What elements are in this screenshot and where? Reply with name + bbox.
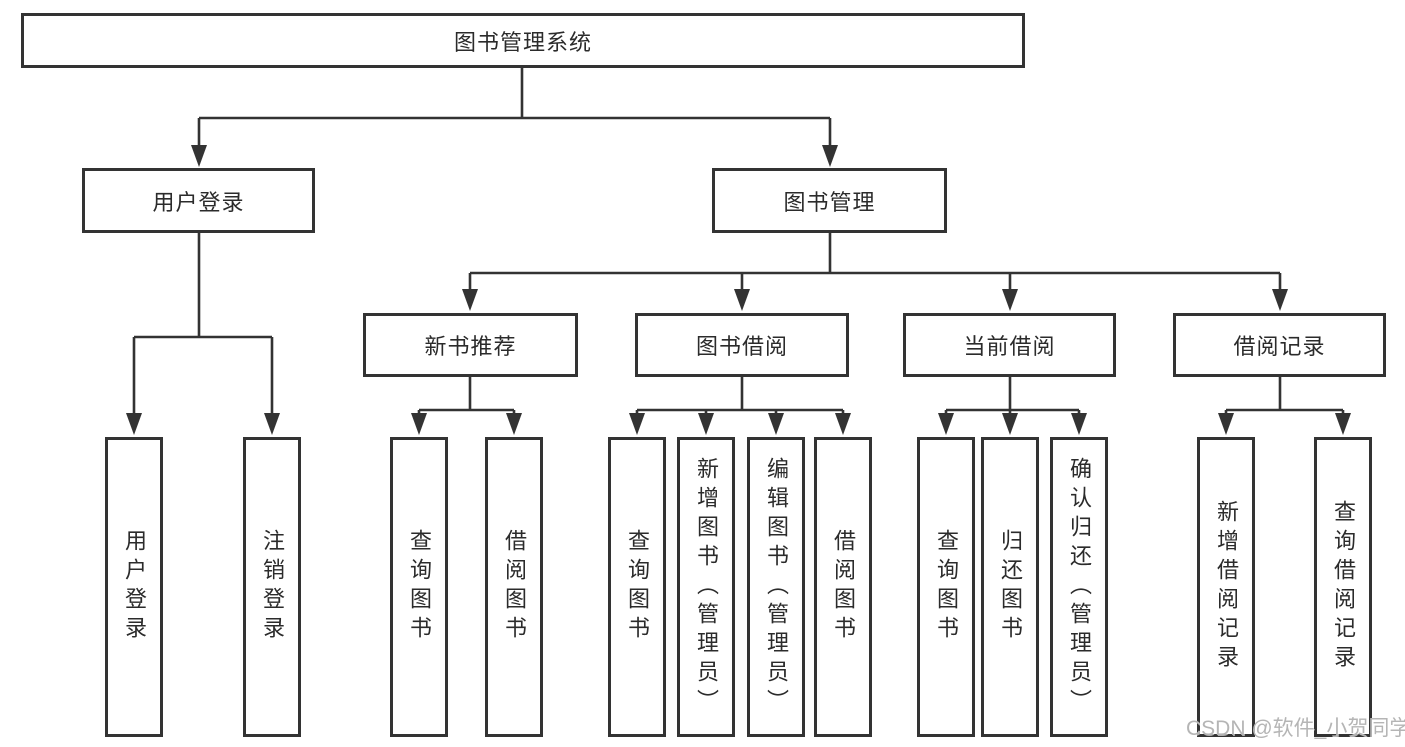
leaf-label: 借阅图书 bbox=[831, 529, 856, 645]
node-library-system: 图书管理系统 bbox=[21, 13, 1025, 68]
leaf-label: 查询图书 bbox=[625, 529, 650, 645]
leaf-label: 借阅图书 bbox=[502, 529, 527, 645]
leaf-query-books-borrow: 查询图书 bbox=[608, 437, 666, 737]
leaf-label: 新增图书（管理员） bbox=[694, 456, 719, 718]
leaf-label: 新增借阅记录 bbox=[1214, 500, 1239, 674]
leaf-label: 编辑图书（管理员） bbox=[764, 456, 789, 718]
leaf-add-books-admin: 新增图书（管理员） bbox=[677, 437, 735, 737]
node-user-login: 用户登录 bbox=[82, 168, 315, 233]
node-book-management: 图书管理 bbox=[712, 168, 947, 233]
leaf-edit-books-admin: 编辑图书（管理员） bbox=[747, 437, 805, 737]
leaf-query-books-current: 查询图书 bbox=[917, 437, 975, 737]
leaf-label: 用户登录 bbox=[122, 529, 147, 645]
leaf-query-books-newbook: 查询图书 bbox=[390, 437, 448, 737]
leaf-query-borrow-record: 查询借阅记录 bbox=[1314, 437, 1372, 737]
node-borrow-records: 借阅记录 bbox=[1173, 313, 1386, 377]
leaf-label: 确认归还（管理员） bbox=[1067, 456, 1092, 718]
leaf-return-books: 归还图书 bbox=[981, 437, 1039, 737]
leaf-label: 查询图书 bbox=[407, 529, 432, 645]
leaf-add-borrow-record: 新增借阅记录 bbox=[1197, 437, 1255, 737]
leaf-label: 查询图书 bbox=[934, 529, 959, 645]
leaf-logout: 注销登录 bbox=[243, 437, 301, 737]
leaf-user-login: 用户登录 bbox=[105, 437, 163, 737]
leaf-confirm-return-admin: 确认归还（管理员） bbox=[1050, 437, 1108, 737]
node-current-borrow: 当前借阅 bbox=[903, 313, 1116, 377]
leaf-borrow-books-newbook: 借阅图书 bbox=[485, 437, 543, 737]
node-new-book-recommend: 新书推荐 bbox=[363, 313, 578, 377]
leaf-label: 归还图书 bbox=[998, 529, 1023, 645]
node-book-borrow: 图书借阅 bbox=[635, 313, 849, 377]
leaf-label: 查询借阅记录 bbox=[1331, 500, 1356, 674]
csdn-watermark: CSDN @软件_小贺同学 bbox=[1186, 717, 1405, 740]
leaf-borrow-books: 借阅图书 bbox=[814, 437, 872, 737]
leaf-label: 注销登录 bbox=[260, 529, 285, 645]
